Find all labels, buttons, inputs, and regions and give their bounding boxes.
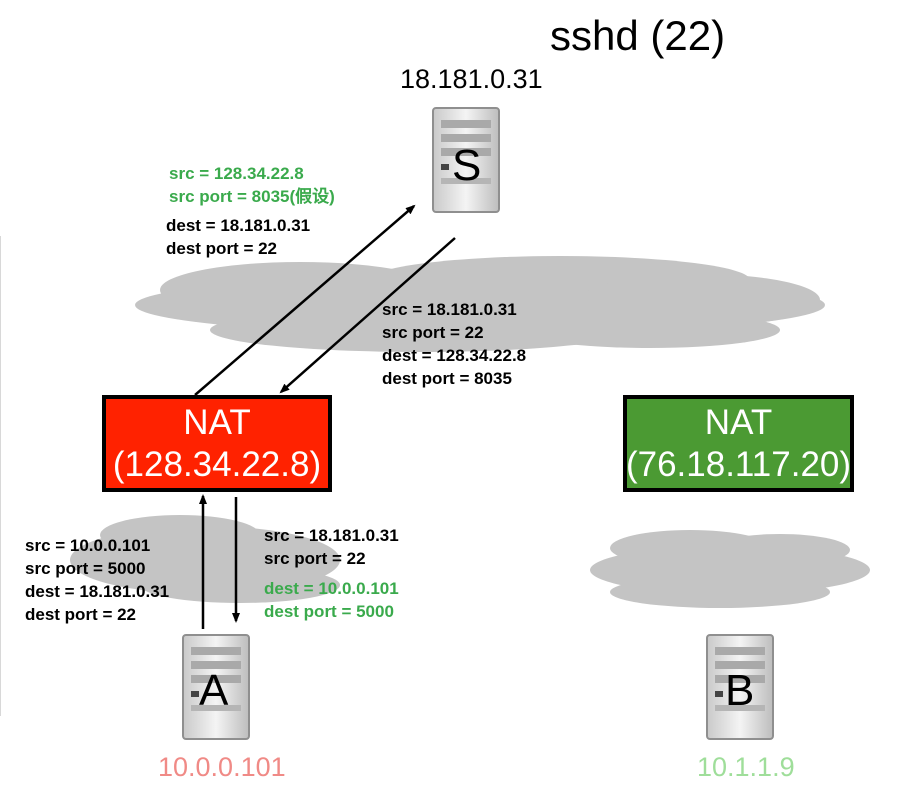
server-s-ip: 18.181.0.31 bbox=[400, 64, 543, 94]
packet-s-to-nat-dest-port: dest port = 8035 bbox=[382, 369, 512, 388]
packet-a-to-nat-src: src = 10.0.0.101 bbox=[25, 536, 151, 555]
nat-box-left: NAT (128.34.22.8) bbox=[102, 395, 332, 492]
packet-nat-to-s-src-port: src port = 8035(假设) bbox=[169, 187, 335, 206]
packet-nat-to-a-src: src = 18.181.0.31 bbox=[264, 526, 399, 545]
server-icon bbox=[706, 634, 774, 740]
nat-right-ip: (76.18.117.20) bbox=[625, 444, 852, 484]
server-icon bbox=[432, 107, 500, 213]
arrow-icon bbox=[194, 204, 416, 396]
packet-s-to-nat-src: src = 18.181.0.31 bbox=[382, 300, 517, 319]
nat-box-right: NAT (76.18.117.20) bbox=[623, 395, 854, 492]
arrow-icon bbox=[279, 237, 456, 394]
nat-right-label: NAT bbox=[704, 402, 773, 442]
packet-nat-to-a-src-port: src port = 22 bbox=[264, 549, 366, 568]
nat-left-ip: (128.34.22.8) bbox=[112, 444, 322, 484]
packet-a-to-nat-dest: dest = 18.181.0.31 bbox=[25, 582, 170, 601]
packet-s-to-nat-src-port: src port = 22 bbox=[382, 323, 484, 342]
packet-a-to-nat-dest-port: dest port = 22 bbox=[25, 605, 137, 624]
left-divider bbox=[0, 236, 1, 716]
packet-nat-to-s-src: src = 128.34.22.8 bbox=[169, 164, 304, 183]
cloud-icon bbox=[590, 530, 870, 608]
packet-nat-to-a-dest: dest = 10.0.0.101 bbox=[264, 579, 399, 598]
server-s-letter: S bbox=[452, 141, 482, 190]
packet-nat-to-s-dest: dest = 18.181.0.31 bbox=[166, 216, 311, 235]
client-a-letter: A bbox=[199, 666, 229, 715]
server-icon bbox=[182, 634, 250, 740]
client-b-ip: 10.1.1.9 bbox=[697, 752, 795, 782]
packet-nat-to-a-dest-port: dest port = 5000 bbox=[264, 602, 394, 621]
packet-a-to-nat-src-port: src port = 5000 bbox=[25, 559, 146, 578]
client-b-letter: B bbox=[725, 666, 755, 715]
nat-left-label: NAT bbox=[183, 402, 251, 442]
packet-s-to-nat-dest: dest = 128.34.22.8 bbox=[382, 346, 527, 365]
cloud-icon bbox=[135, 256, 825, 352]
client-a-ip: 10.0.0.101 bbox=[158, 752, 286, 782]
diagram-title: sshd (22) bbox=[550, 12, 726, 59]
packet-nat-to-s-dest-port: dest port = 22 bbox=[166, 239, 278, 258]
cloud-icon bbox=[70, 515, 340, 603]
